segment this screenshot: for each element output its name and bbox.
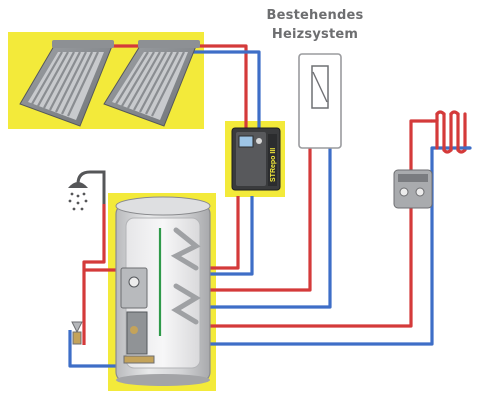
- shower-cold-pipe: [68, 330, 124, 368]
- controller-icon: STRepo III: [231, 127, 281, 191]
- shower-icon: [68, 170, 106, 211]
- solar-collector-left: [19, 40, 114, 127]
- shower-hot-pipe: [82, 204, 106, 345]
- radiator-supply-pipe: [196, 119, 432, 328]
- boiler-supply-pipe: [196, 148, 312, 292]
- controller-brand: STRepo III: [270, 148, 277, 182]
- collector-feed-down-cold: [196, 196, 254, 276]
- heat-exchanger-icon: [393, 169, 433, 209]
- boiler-return-pipe: [196, 148, 332, 309]
- boiler-icon: [298, 53, 342, 149]
- existing-heating-label-line1: Bestehendes: [266, 8, 364, 23]
- radiator-icon: [430, 110, 472, 154]
- solar-collector-right: [103, 40, 200, 127]
- existing-heating-label-line2: Heizsystem: [271, 27, 359, 42]
- mixing-valve-icon: [71, 321, 83, 345]
- storage-tank-icon: [115, 196, 211, 386]
